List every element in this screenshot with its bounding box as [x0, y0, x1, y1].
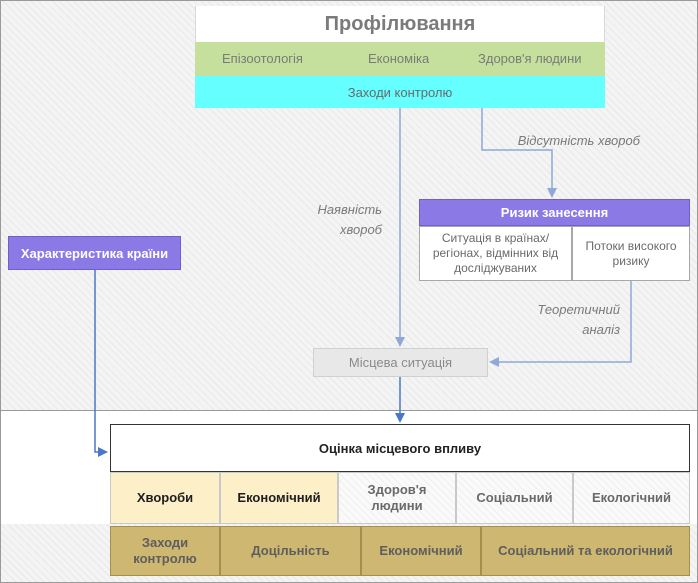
local-situation-box: Місцева ситуація	[313, 348, 488, 377]
impact-feasibility: Доцільність	[220, 526, 361, 576]
risk-cell-other-regions: Ситуація в країнах/ регіонах, відмінних …	[419, 226, 572, 281]
label-presence-of-diseases: Наявність хвороб	[317, 202, 382, 237]
label-theoretical-analysis: Теоретичний аналіз	[537, 302, 620, 337]
profiling-title: Профілювання	[195, 6, 605, 42]
label-absence-of-diseases: Відсутність хвороб	[517, 133, 640, 148]
arrow-absence-to-risk	[481, 108, 557, 198]
risk-cell-high-risk-flows: Потоки високого ризику	[572, 226, 690, 281]
profiling-control-measures: Заходи контролю	[195, 76, 605, 108]
impact-economic-control: Економічний	[361, 526, 481, 576]
tab-epizootology: Епізоотологія	[222, 51, 303, 66]
impact-social: Соціальний	[456, 472, 573, 524]
impact-social-ecological: Соціальний та екологічний	[481, 526, 690, 576]
tab-economics: Економіка	[368, 51, 430, 66]
impact-diseases: Хвороби	[110, 472, 220, 524]
profiling-tabs: Епізоотологія Економіка Здоров'я людини	[195, 42, 605, 76]
country-characteristic-box: Характеристика країни	[8, 236, 181, 270]
arrow-risk-to-local	[489, 281, 632, 367]
impact-economic: Економічний	[220, 472, 338, 524]
local-impact-assessment-title: Оцінка місцевого впливу	[110, 424, 690, 472]
impact-control-measures: Заходи контролю	[110, 526, 220, 576]
arrow-country-to-assessment	[94, 270, 108, 457]
impact-human-health: Здоров'я людини	[338, 472, 456, 524]
risk-of-introduction-title: Ризик занесення	[419, 199, 690, 226]
impact-ecological: Екологічний	[573, 472, 690, 524]
tab-human-health: Здоров'я людини	[478, 51, 582, 66]
